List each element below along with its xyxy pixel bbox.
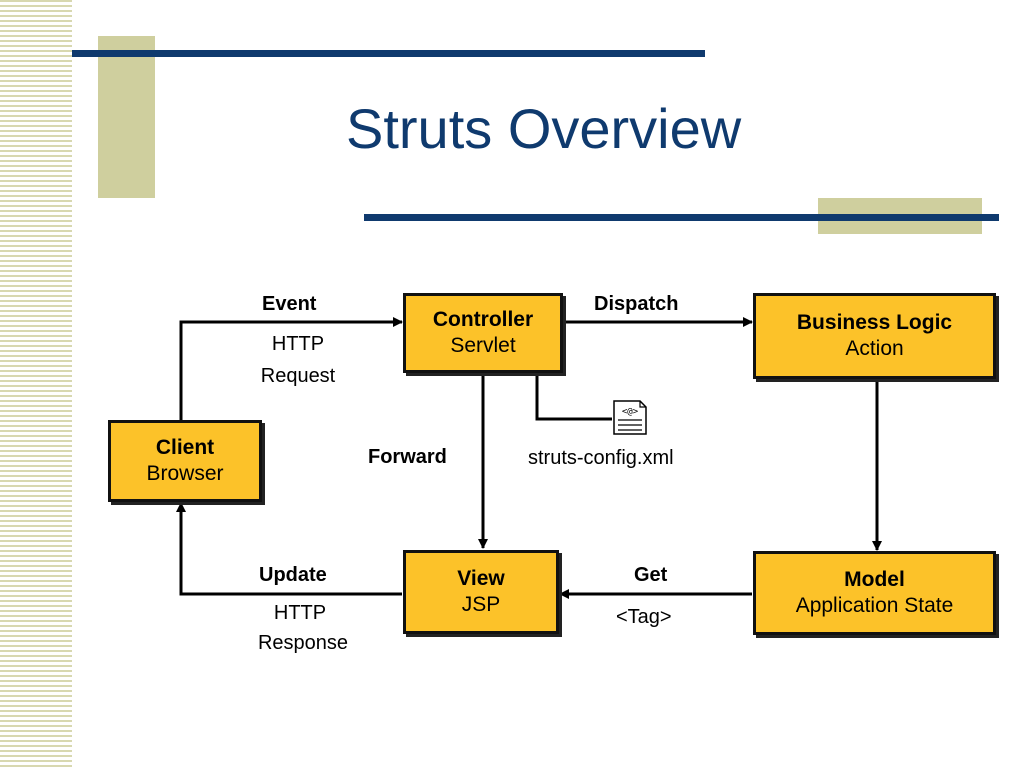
edge-event	[179, 317, 403, 420]
node-model-title: Model	[844, 567, 905, 591]
node-view: View JSP	[403, 550, 559, 634]
svg-text:<@>: <@>	[622, 407, 639, 417]
edge-update	[176, 502, 402, 596]
node-business-subtitle: Action	[845, 337, 904, 360]
slide-title: Struts Overview	[346, 97, 742, 160]
navy-rule-top	[72, 50, 705, 57]
striped-margin	[0, 0, 72, 768]
edge-forward-label: Forward	[368, 446, 447, 468]
node-controller-title: Controller	[432, 307, 534, 331]
edge-config	[535, 372, 612, 421]
edge-event-sub2: Request	[260, 365, 336, 387]
navy-rule-bottom	[364, 214, 999, 221]
node-client-title: Client	[155, 435, 215, 459]
edge-update-sub1: HTTP	[273, 602, 327, 624]
config-file-label: struts-config.xml	[528, 447, 674, 469]
edge-get-sub1: <Tag>	[616, 606, 672, 628]
edge-dispatch-label: Dispatch	[594, 293, 679, 315]
node-client: Client Browser	[108, 420, 262, 502]
node-business-title: Business Logic	[796, 310, 953, 334]
edge-update-sub2: Response	[257, 632, 349, 654]
node-business-logic: Business Logic Action	[753, 293, 996, 379]
node-view-title: View	[457, 566, 505, 590]
node-client-subtitle: Browser	[146, 462, 224, 485]
node-controller: Controller Servlet	[403, 293, 563, 373]
edge-event-sub1: HTTP	[271, 333, 325, 355]
edge-update-label: Update	[259, 564, 327, 586]
node-controller-subtitle: Servlet	[450, 334, 516, 357]
edge-event-label: Event	[262, 293, 317, 315]
khaki-block-top	[98, 36, 155, 198]
edge-get-label: Get	[634, 564, 668, 586]
node-model-subtitle: Application State	[795, 594, 954, 617]
node-model: Model Application State	[753, 551, 996, 635]
xml-file-icon: <@>	[613, 400, 647, 435]
node-view-subtitle: JSP	[461, 593, 501, 616]
